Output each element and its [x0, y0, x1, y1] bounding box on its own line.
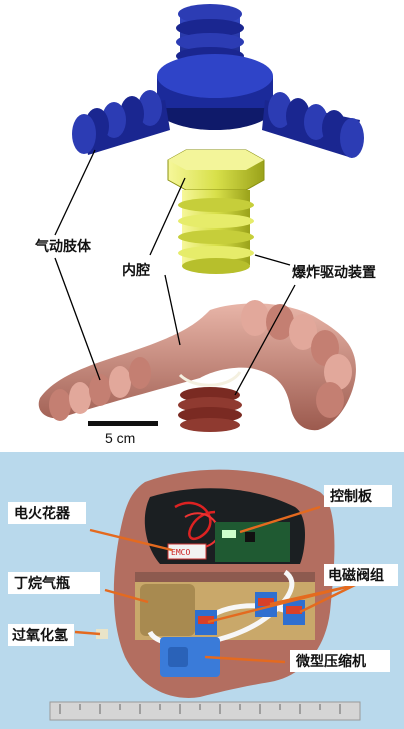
label-solenoid-group: 电磁阀组: [324, 564, 398, 586]
label-explosive-actuator: 爆炸驱动装置: [292, 264, 376, 281]
panel-internal-components: EMCO: [0, 452, 404, 729]
label-control-board-group: 控制板: [324, 485, 392, 507]
label-compressor-group: 微型压缩机: [290, 650, 390, 672]
label-hydrogen-peroxide: 过氧化氢: [12, 627, 68, 644]
limb-arm-left: [72, 90, 170, 155]
yellow-actuator-model: [168, 150, 264, 274]
scale-bar-label: 5 cm: [105, 430, 135, 446]
blue-limb-model: [72, 4, 364, 158]
igniter-tag: EMCO: [171, 548, 190, 557]
ruler: [50, 702, 360, 720]
scale-bar: [88, 421, 158, 426]
limb-arm-right: [262, 92, 364, 158]
internal-components-figure: EMCO: [0, 452, 404, 729]
label-inner-cavity: 内腔: [122, 262, 150, 279]
label-micro-compressor: 微型压缩机: [295, 653, 366, 670]
label-igniter-group: 电火花器: [8, 502, 86, 524]
label-butane-group: 丁烷气瓶: [8, 572, 100, 594]
limb-hub-top: [157, 54, 273, 98]
label-control-board: 控制板: [330, 488, 373, 505]
label-igniter: 电火花器: [14, 505, 71, 522]
panel-exploded-view: 气动肢体 内腔 爆炸驱动装置 5 cm: [0, 0, 404, 452]
label-solenoid-valves: 电磁阀组: [328, 567, 384, 584]
exploded-view-figure: 气动肢体 内腔 爆炸驱动装置 5 cm: [0, 0, 404, 452]
label-peroxide-group: 过氧化氢: [8, 624, 74, 646]
robot-body-photo: [39, 300, 356, 432]
label-butane-bottle: 丁烷气瓶: [14, 575, 70, 592]
label-pneumatic-limb: 气动肢体: [34, 238, 92, 255]
